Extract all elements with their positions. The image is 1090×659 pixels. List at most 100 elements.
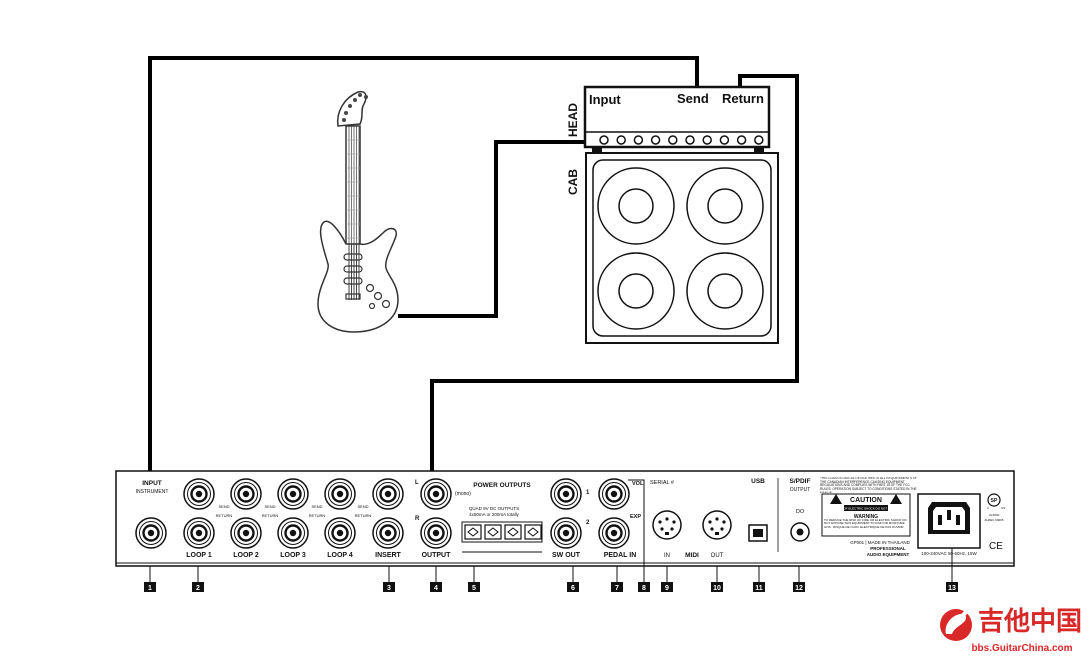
cable-output-to-amp-return bbox=[430, 74, 799, 494]
loop1-return-jack[interactable] bbox=[183, 517, 215, 549]
sw-out-label: SW OUT bbox=[552, 552, 581, 559]
guitar-illustration bbox=[317, 90, 399, 333]
output-label: OUTPUT bbox=[422, 552, 452, 559]
amp-head-knob-5[interactable] bbox=[668, 135, 678, 145]
head-label: HEAD bbox=[566, 103, 580, 137]
amp-head-knob-2[interactable] bbox=[616, 135, 626, 145]
warning-text: TO REDUCE THE RISK OF FIRE OR ELECTRIC S… bbox=[824, 519, 907, 526]
brand-line1: PROFESSIONAL bbox=[870, 546, 906, 551]
amp-input-label: Input bbox=[589, 92, 621, 107]
svg-text:SP: SP bbox=[991, 498, 998, 504]
insert-send-jack[interactable] bbox=[372, 478, 404, 510]
loop4-return-jack[interactable] bbox=[324, 517, 356, 549]
amp-head-knob-8[interactable] bbox=[719, 135, 730, 145]
spdif-port[interactable] bbox=[790, 522, 810, 542]
warning-label: WARNING bbox=[854, 514, 878, 520]
cable-guitar-to-amp-input bbox=[398, 132, 602, 318]
amp-cabinet bbox=[585, 152, 779, 344]
loop2-return-label: RETURN bbox=[262, 513, 279, 518]
cert-std-label: ZH/IEC 60065 bbox=[984, 518, 1003, 522]
svg-text:3: 3 bbox=[387, 585, 391, 592]
callout-5: 5 bbox=[468, 566, 480, 592]
exp-label: EXP bbox=[630, 514, 641, 520]
watermark: 吉他中国 bbs.GuitarChina.com bbox=[940, 604, 1082, 654]
power-outputs-sub2: 4x50mA or 200mA totally bbox=[469, 512, 520, 517]
callout-8: 8 bbox=[638, 566, 650, 592]
cab-label: CAB bbox=[566, 169, 580, 195]
csa-cert-mark: SP bbox=[987, 493, 1001, 507]
pedal-in-label: PEDAL IN bbox=[604, 552, 637, 559]
speaker-bottom-left bbox=[597, 252, 675, 330]
sw-out-1-label: 1 bbox=[586, 490, 590, 496]
pedal-exp-jack[interactable] bbox=[598, 517, 630, 549]
spdif-sub-label: OUTPUT bbox=[790, 487, 811, 493]
amp-head-knob-6[interactable] bbox=[685, 135, 695, 145]
power-outputs-sub1: QUAD 9V DC OUTPUTS bbox=[469, 506, 519, 511]
loop2-label: LOOP 2 bbox=[233, 552, 259, 559]
loop4-return-label: RETURN bbox=[355, 513, 372, 518]
output-r-label: R bbox=[415, 516, 420, 522]
svg-text:13: 13 bbox=[948, 585, 956, 592]
amp-head-knob-7[interactable] bbox=[702, 135, 712, 145]
midi-label: MIDI bbox=[685, 552, 699, 559]
watermark-title: 吉他中国 bbox=[978, 607, 1082, 637]
callout-10: 10 bbox=[711, 566, 723, 592]
svg-text:5: 5 bbox=[472, 585, 476, 592]
output-l-jack[interactable] bbox=[420, 478, 452, 510]
amp-head-knob-4[interactable] bbox=[650, 135, 661, 145]
amp-head-knobs bbox=[599, 135, 764, 145]
usb-port[interactable] bbox=[748, 524, 768, 542]
loop1-send-jack[interactable] bbox=[183, 478, 215, 510]
speaker-top-right bbox=[686, 167, 764, 245]
sw-out-1-jack[interactable] bbox=[550, 478, 582, 510]
svg-text:1: 1 bbox=[148, 585, 152, 592]
loop1-send-label: SEND bbox=[218, 504, 229, 509]
watermark-url: bbs.GuitarChina.com bbox=[971, 643, 1072, 654]
loop2-send-label: SEND bbox=[264, 504, 275, 509]
speaker-top-left bbox=[597, 167, 675, 245]
loop2-return-jack[interactable] bbox=[230, 517, 262, 549]
cert-num-label: UL6500 bbox=[989, 513, 1000, 517]
loop3-send-label: SEND bbox=[311, 504, 322, 509]
cert-c-label: C bbox=[987, 506, 990, 510]
svg-text:6: 6 bbox=[571, 585, 575, 592]
amp-head-knob-10[interactable] bbox=[754, 135, 764, 145]
amp-head-knob-1[interactable] bbox=[599, 135, 609, 145]
amp-head-knob-3[interactable] bbox=[633, 135, 644, 145]
loop4-send-label: SEND bbox=[357, 504, 368, 509]
callout-2: 2 bbox=[192, 566, 204, 592]
callout-12: 12 bbox=[793, 566, 805, 592]
sw-out-2-jack[interactable] bbox=[550, 517, 582, 549]
loop3-return-jack[interactable] bbox=[277, 517, 309, 549]
loop2-send-jack[interactable] bbox=[230, 478, 262, 510]
jack-group bbox=[135, 478, 630, 549]
input-jack[interactable] bbox=[135, 517, 167, 549]
svg-text:4: 4 bbox=[434, 585, 438, 592]
loop1-label: LOOP 1 bbox=[186, 552, 212, 559]
midi-in-port[interactable] bbox=[652, 510, 682, 540]
loop4-send-jack[interactable] bbox=[324, 478, 356, 510]
serial-label: SERIAL # bbox=[650, 480, 675, 486]
amp-head-knob-9[interactable] bbox=[736, 135, 747, 145]
fcc-notice: THIS CLASS B DIGITAL DEVICE MEETS ALL RE… bbox=[820, 477, 917, 493]
sw-out-2-label: 2 bbox=[586, 520, 590, 526]
caution-box: CAUTION RISK OF ELECTRIC SHOCK DO NOT OP… bbox=[821, 493, 911, 537]
loop3-return-label: RETURN bbox=[309, 513, 326, 518]
loop4-label: LOOP 4 bbox=[327, 552, 353, 559]
ce-mark: CE bbox=[989, 541, 1003, 552]
amp-send-label: Send bbox=[677, 91, 709, 106]
svg-text:10: 10 bbox=[713, 585, 721, 592]
midi-out-port[interactable] bbox=[702, 510, 732, 540]
loop3-send-jack[interactable] bbox=[277, 478, 309, 510]
insert-return-jack[interactable] bbox=[372, 517, 404, 549]
svg-text:8: 8 bbox=[642, 585, 646, 592]
pedal-vol-jack[interactable] bbox=[598, 478, 630, 510]
callout-9: 9 bbox=[661, 566, 673, 592]
callout-1: 1 bbox=[144, 566, 156, 592]
callout-3: 3 bbox=[383, 566, 395, 592]
power-inlet[interactable] bbox=[917, 493, 981, 549]
loop3-label: LOOP 3 bbox=[280, 552, 306, 559]
output-r-jack[interactable] bbox=[420, 517, 452, 549]
